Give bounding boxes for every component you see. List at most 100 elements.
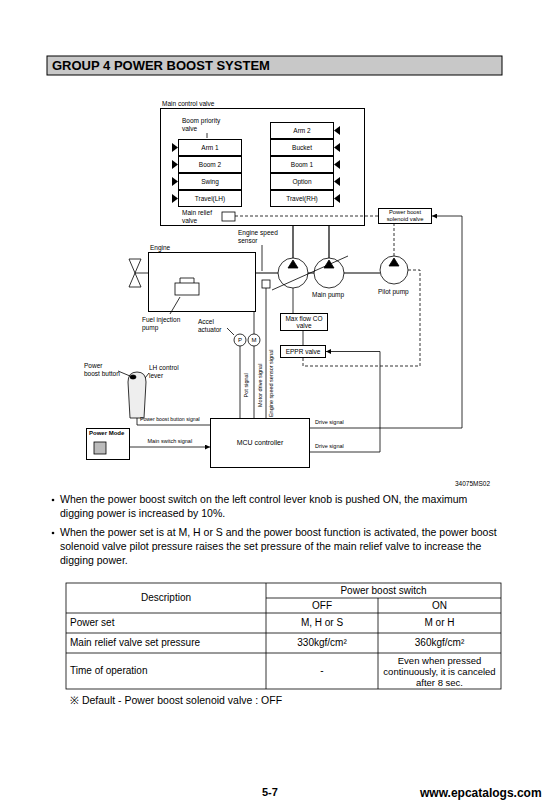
drawing-stroke — [66, 133, 501, 689]
drawing-stroke — [334, 194, 340, 203]
box-label: Travel(LH) — [193, 195, 227, 202]
box-heading: Engine — [150, 244, 170, 251]
controller-box: MCU controller — [210, 418, 310, 468]
boost-button — [130, 375, 136, 379]
signal-label: Engine speed sensor signal — [268, 349, 275, 417]
spool-box: Travel(LH) — [178, 190, 242, 207]
signal-label: Drive signal — [315, 443, 344, 450]
signal-wire — [240, 288, 266, 418]
swash-arrow — [272, 256, 348, 290]
spool-box: Bucket — [270, 139, 334, 156]
hydraulic-line — [293, 226, 329, 258]
box-heading: Main control valve — [162, 100, 214, 107]
solenoid-valve-box: Power boost solenoid valve — [378, 208, 432, 224]
control-lever — [128, 372, 146, 418]
fuel-pump-symbol — [175, 283, 199, 295]
part-label: Fuel injection pump — [142, 316, 188, 332]
signal-connector — [365, 216, 378, 217]
box-label: Max flow CO valve — [281, 315, 327, 330]
fan-symbol — [129, 259, 148, 287]
engine-box: Engine — [148, 252, 256, 312]
speed-sensor-symbol — [262, 280, 270, 288]
fuel-pump-symbol — [180, 278, 194, 283]
signal-connector — [310, 216, 462, 428]
signal-label: Drive signal — [315, 419, 344, 426]
actuator-symbol — [248, 334, 260, 346]
table-cell: ON — [378, 598, 501, 613]
spool-box: Travel(RH) — [270, 190, 334, 207]
spool-box: Boom 1 — [270, 156, 334, 173]
table-cell: OFF — [266, 598, 378, 613]
signal-label: Pot signal — [243, 373, 250, 397]
symbol-letter: P — [238, 337, 242, 344]
signal-label: Main switch signal — [148, 438, 193, 445]
box-label: Option — [290, 178, 313, 185]
figure-number: 34075MS02 — [455, 480, 490, 488]
symbol-letter: M — [252, 337, 257, 344]
spool-box: Option — [270, 173, 334, 190]
table-cell: Power boost switch — [266, 583, 501, 598]
bullet — [52, 499, 55, 502]
pilot-line — [394, 224, 395, 256]
title-bar — [47, 56, 502, 75]
box-label: EPPR valve — [284, 348, 323, 355]
body-text: When the power set is at M, H or S and t… — [60, 525, 502, 567]
table-cell: Main relief valve set pressure — [70, 633, 266, 653]
table-cell: 360kgf/cm² — [378, 633, 501, 653]
actuator-symbol — [234, 334, 246, 346]
part-label: Pilot pump — [378, 288, 409, 296]
note: ※ Default - Power boost solenoid valve :… — [70, 694, 282, 707]
table-cell: 330kgf/cm² — [266, 633, 378, 653]
valve-box: Max flow CO valve — [280, 313, 328, 331]
table-border — [66, 583, 501, 689]
leader-line — [262, 245, 263, 271]
part-label: Accel actuator — [198, 318, 228, 334]
table-cell: Power set — [70, 613, 266, 633]
drawing-stroke — [172, 126, 340, 203]
table-cell: Description — [66, 583, 266, 613]
part-label: Engine speed sensor — [238, 229, 282, 245]
box-label: Arm 2 — [291, 127, 312, 134]
part-label: Main relief valve — [182, 209, 218, 225]
box-label: Power boost solenoid valve — [379, 209, 431, 222]
table-cell: Even when pressed continuously, it is ca… — [380, 653, 499, 689]
box-label: Power Mode — [87, 430, 126, 437]
mode-knob — [94, 442, 106, 454]
spool-box: Swing — [178, 173, 242, 190]
body-text: When the power boost switch on the left … — [60, 492, 502, 520]
drawing-stroke — [334, 143, 340, 152]
box-label: Arm 1 — [199, 144, 220, 151]
bullet — [52, 532, 55, 535]
signal-connector — [303, 331, 304, 345]
box-label: Bucket — [290, 144, 314, 151]
part-label: Boom priority valve — [182, 117, 234, 133]
part-label: Power boost button — [84, 362, 120, 378]
drawing-stroke — [334, 126, 340, 135]
table-cell: - — [266, 653, 378, 689]
table-cell: M, H or S — [266, 613, 378, 633]
pump-triangle — [288, 258, 399, 268]
box-label: MCU controller — [235, 439, 286, 447]
spool-box: Arm 1 — [178, 139, 242, 156]
watermark: www.epcatalogs.com — [420, 786, 542, 800]
actuator-link — [254, 312, 255, 334]
drawing-stroke — [334, 160, 340, 169]
box-label: Boom 1 — [289, 161, 315, 168]
leader-line — [118, 371, 149, 378]
spool-box: Boom 2 — [178, 156, 242, 173]
box-label: Swing — [199, 178, 221, 185]
pilot-line — [235, 216, 365, 217]
page-title: GROUP 4 POWER BOOST SYSTEM — [52, 58, 270, 74]
box-label: Travel(RH) — [284, 195, 320, 202]
box-label: Boom 2 — [197, 161, 223, 168]
table-rule — [66, 583, 501, 689]
part-label: Main pump — [312, 291, 344, 299]
table-cell: M or H — [378, 613, 501, 633]
drawing-stroke — [334, 177, 340, 186]
signal-connector — [310, 352, 380, 453]
relief-valve-symbol — [222, 212, 235, 221]
spool-box: Arm 2 — [270, 122, 334, 139]
leader-line — [207, 133, 208, 138]
regulator-line — [293, 288, 294, 313]
leader-line — [227, 328, 234, 335]
